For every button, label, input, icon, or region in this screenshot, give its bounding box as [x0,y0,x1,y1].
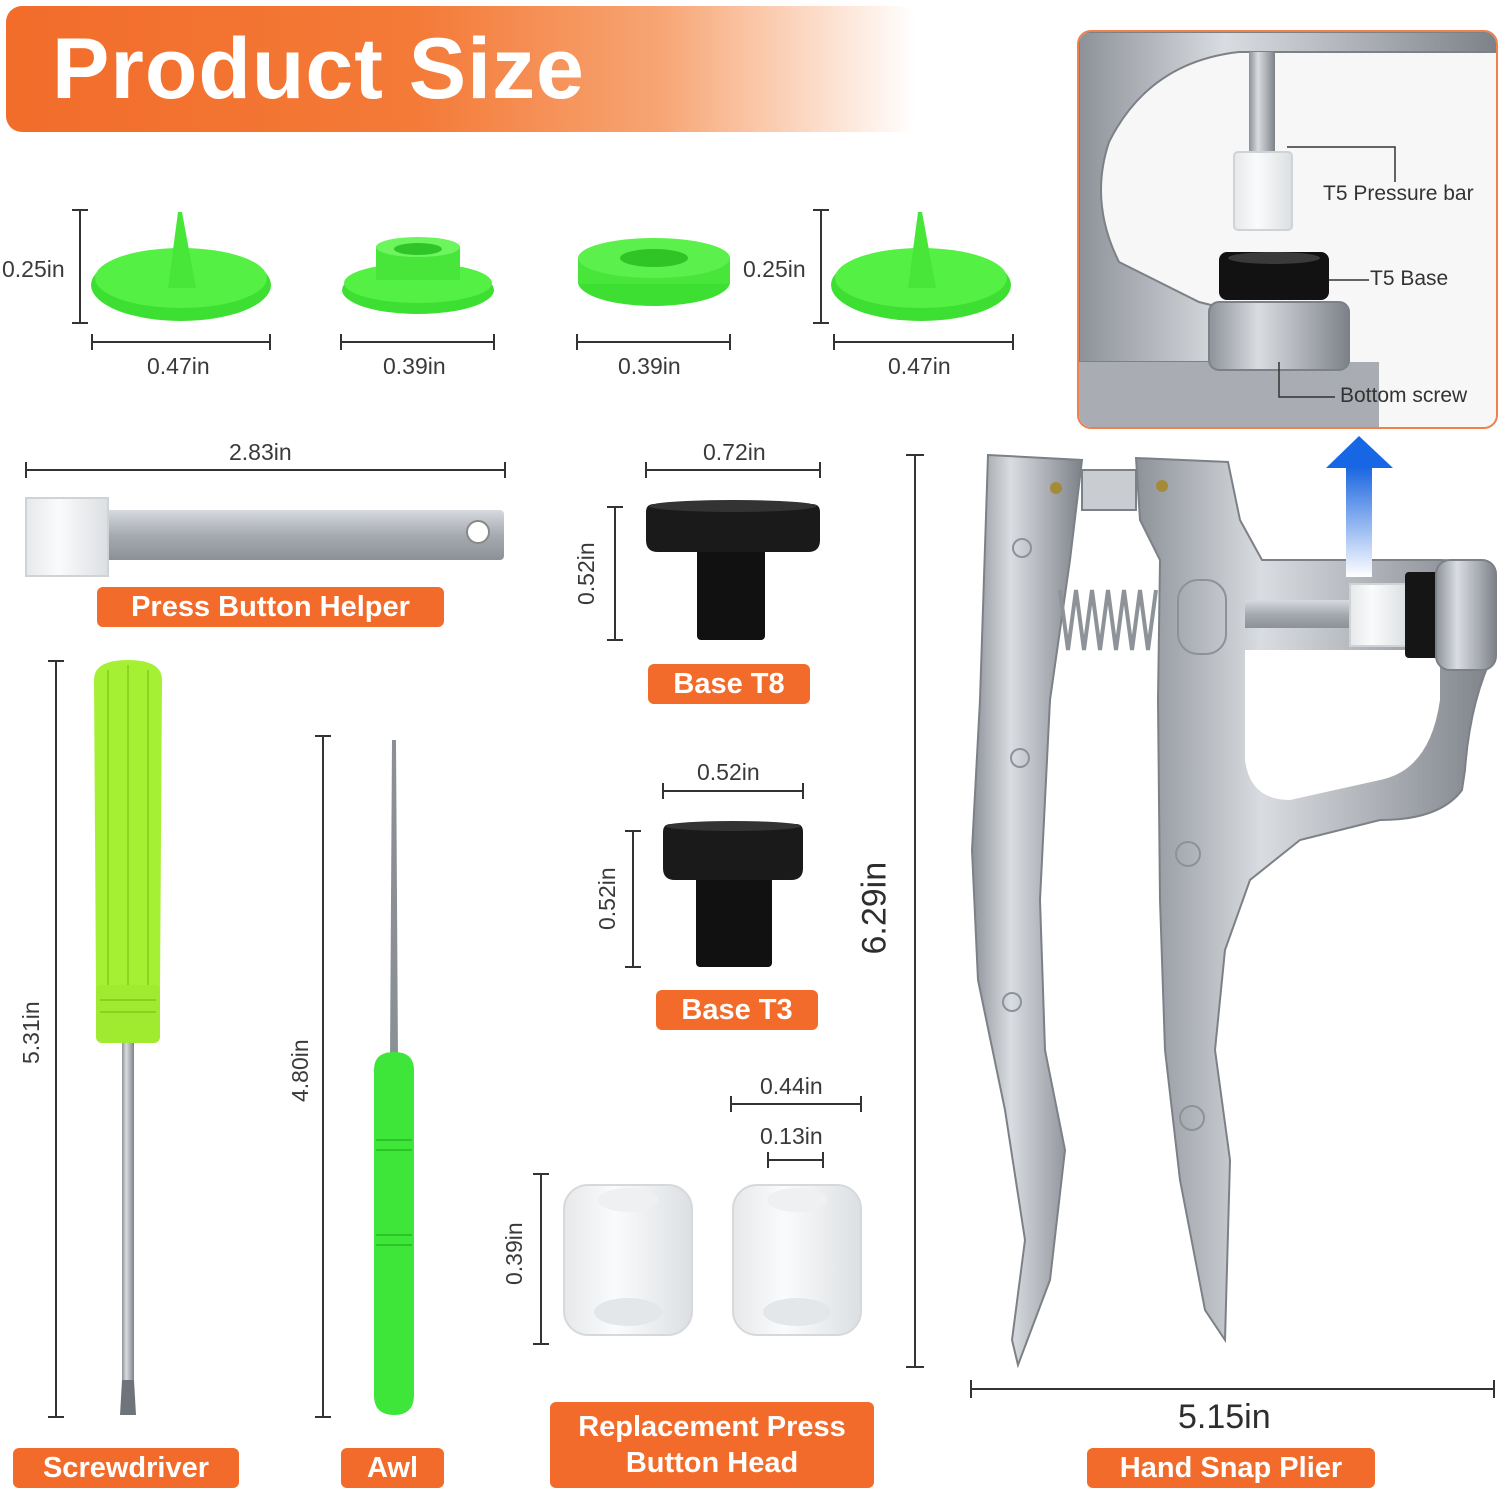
detail-inset [1077,30,1498,429]
page-title: Product Size [52,21,585,117]
helper-dimension-line [25,462,506,478]
snap-socket [342,237,494,314]
replacement-head-hole-label: 0.13in [760,1123,823,1149]
base-t8-width-label: 0.72in [703,439,766,465]
awl-tag: Awl [341,1448,444,1488]
screwdriver-tag: Screwdriver [13,1448,239,1488]
base-t8-height-label: 0.52in [573,542,599,605]
snap2-width-label: 0.39in [383,353,446,379]
hand-snap-plier-image [970,453,1497,1369]
screwdriver-length-label: 5.31in [18,1001,44,1064]
replacement-head-dimension-lines [533,1096,862,1345]
replacement-head-width-label: 0.44in [760,1073,823,1099]
awl-dimension-line [315,735,331,1418]
replacement-head-tag: Replacement Press Button Head [550,1402,874,1488]
pressure-bar-callout: T5 Pressure bar [1323,182,1474,205]
snap-cap-left [91,212,271,321]
screwdriver-dimension-line [48,660,64,1418]
base-t3-dimension-lines [625,783,804,968]
base-t3-tag: Base T3 [656,990,818,1030]
snap1-width-label: 0.47in [147,353,210,379]
press-button-helper-tag: Press Button Helper [97,587,444,627]
base-t3-height-label: 0.52in [594,867,620,930]
t5-base-callout: T5 Base [1370,267,1449,290]
replacement-head-tag-line2: Button Head [625,1447,799,1479]
plier-dimension-lines [906,454,1495,1398]
snap-cap-right [831,212,1011,321]
helper-length-label: 2.83in [229,439,292,465]
snap1-height-label: 0.25in [2,256,65,282]
up-arrow-icon [1326,436,1393,577]
awl-image [374,740,414,1415]
snap-stud [578,238,730,306]
base-t8-dimension-lines [607,462,821,641]
base-t8-tag: Base T8 [648,664,810,704]
awl-length-label: 4.80in [287,1039,313,1102]
press-button-helper-image [25,497,504,577]
snap3-width-label: 0.39in [618,353,681,379]
hand-snap-plier-tag: Hand Snap Plier [1087,1448,1375,1488]
bottom-screw-callout: Bottom screw [1340,384,1468,407]
base-t3-image [663,821,803,967]
plier-width-label: 5.15in [1178,1398,1271,1436]
replacement-head-images [563,1184,862,1336]
replacement-head-height-label: 0.39in [501,1222,527,1285]
snap4-width-label: 0.47in [888,353,951,379]
inset-illustration [1079,32,1496,427]
snap4-height-label: 0.25in [743,256,806,282]
base-t8-image [646,500,820,640]
title-banner [6,6,916,132]
snap-dimension-lines [72,209,1014,350]
replacement-head-tag-line1: Replacement Press [578,1411,846,1443]
screwdriver-image [94,660,162,1415]
plier-height-label: 6.29in [855,861,894,955]
base-t3-width-label: 0.52in [697,759,760,785]
